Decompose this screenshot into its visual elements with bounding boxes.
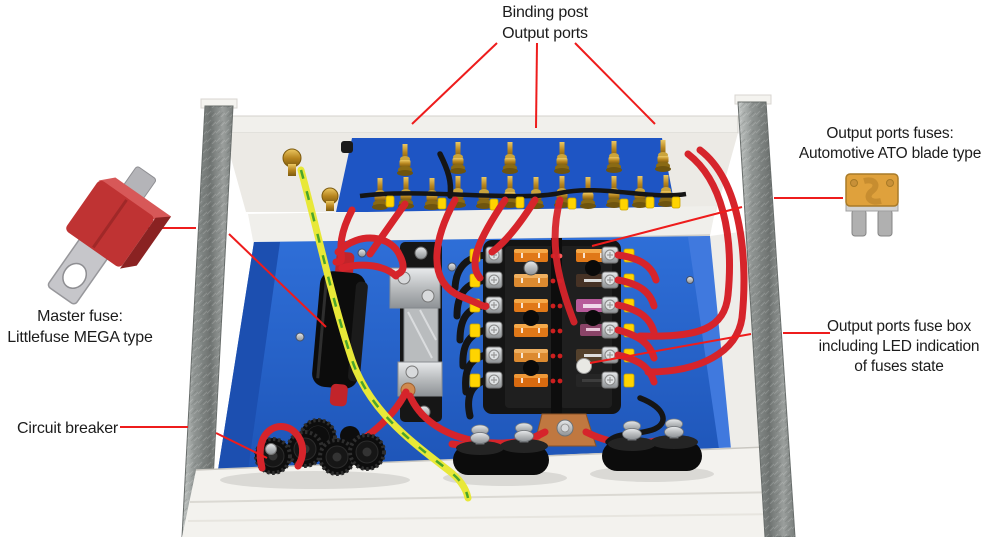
- label-binding-post-output-ports: Binding post Output ports: [435, 2, 655, 44]
- callout-line-ato-diagonal: [591, 206, 743, 247]
- breaker-pair-right: [602, 418, 702, 471]
- label-output-ports-fuses: Output ports fuses: Automotive ATO blade…: [788, 124, 992, 164]
- callout-line-breaker-diagonal: [215, 432, 268, 459]
- left-rail: [181, 98, 238, 537]
- callout-line-binding-middle: [535, 42, 538, 129]
- binding-posts: [282, 140, 687, 211]
- ground-wire: [297, 166, 472, 502]
- callout-line-binding-left: [411, 42, 498, 125]
- callout-line-fusebox-diagonal: [589, 333, 752, 364]
- label-line: of fuses state: [854, 358, 944, 375]
- label-line: Output ports: [502, 25, 588, 42]
- circuit-breakers: [253, 417, 702, 477]
- callout-line-master-diagonal: [228, 233, 327, 328]
- label-output-ports-fuse-box: Output ports fuse box including LED indi…: [806, 317, 992, 377]
- breaker-pair-center: [453, 422, 549, 475]
- fuse-column-left: [514, 249, 548, 387]
- callout-line-binding-right: [574, 42, 656, 125]
- callout-lines: [120, 42, 843, 459]
- label-line: Circuit breaker: [17, 420, 119, 437]
- wire-bundle-right-a: [636, 150, 733, 340]
- fuse-state-led-lens: [576, 358, 592, 374]
- label-line: Automotive ATO blade type: [798, 145, 982, 162]
- wire-bundle-right-b: [644, 146, 748, 376]
- label-line: including LED indication: [818, 338, 980, 355]
- ato-blade-fuse-icon: [845, 173, 899, 237]
- label-line: Binding post: [502, 4, 588, 21]
- wire-harness-black: [359, 187, 687, 199]
- label-circuit-breaker: Circuit breaker: [17, 418, 118, 439]
- yellow-cable-markers: [385, 195, 681, 211]
- label-line: Master fuse:: [37, 308, 123, 325]
- label-master-fuse: Master fuse: Littlefuse MEGA type: [0, 306, 160, 348]
- wiring-red: [332, 146, 748, 456]
- wiring-black: [437, 151, 666, 445]
- label-line: Littlefuse MEGA type: [7, 329, 153, 346]
- label-line: Output ports fuses:: [826, 125, 954, 142]
- right-rail: [734, 94, 796, 537]
- label-line: Output ports fuse box: [827, 318, 971, 335]
- mega-fuse-icon: [47, 166, 172, 305]
